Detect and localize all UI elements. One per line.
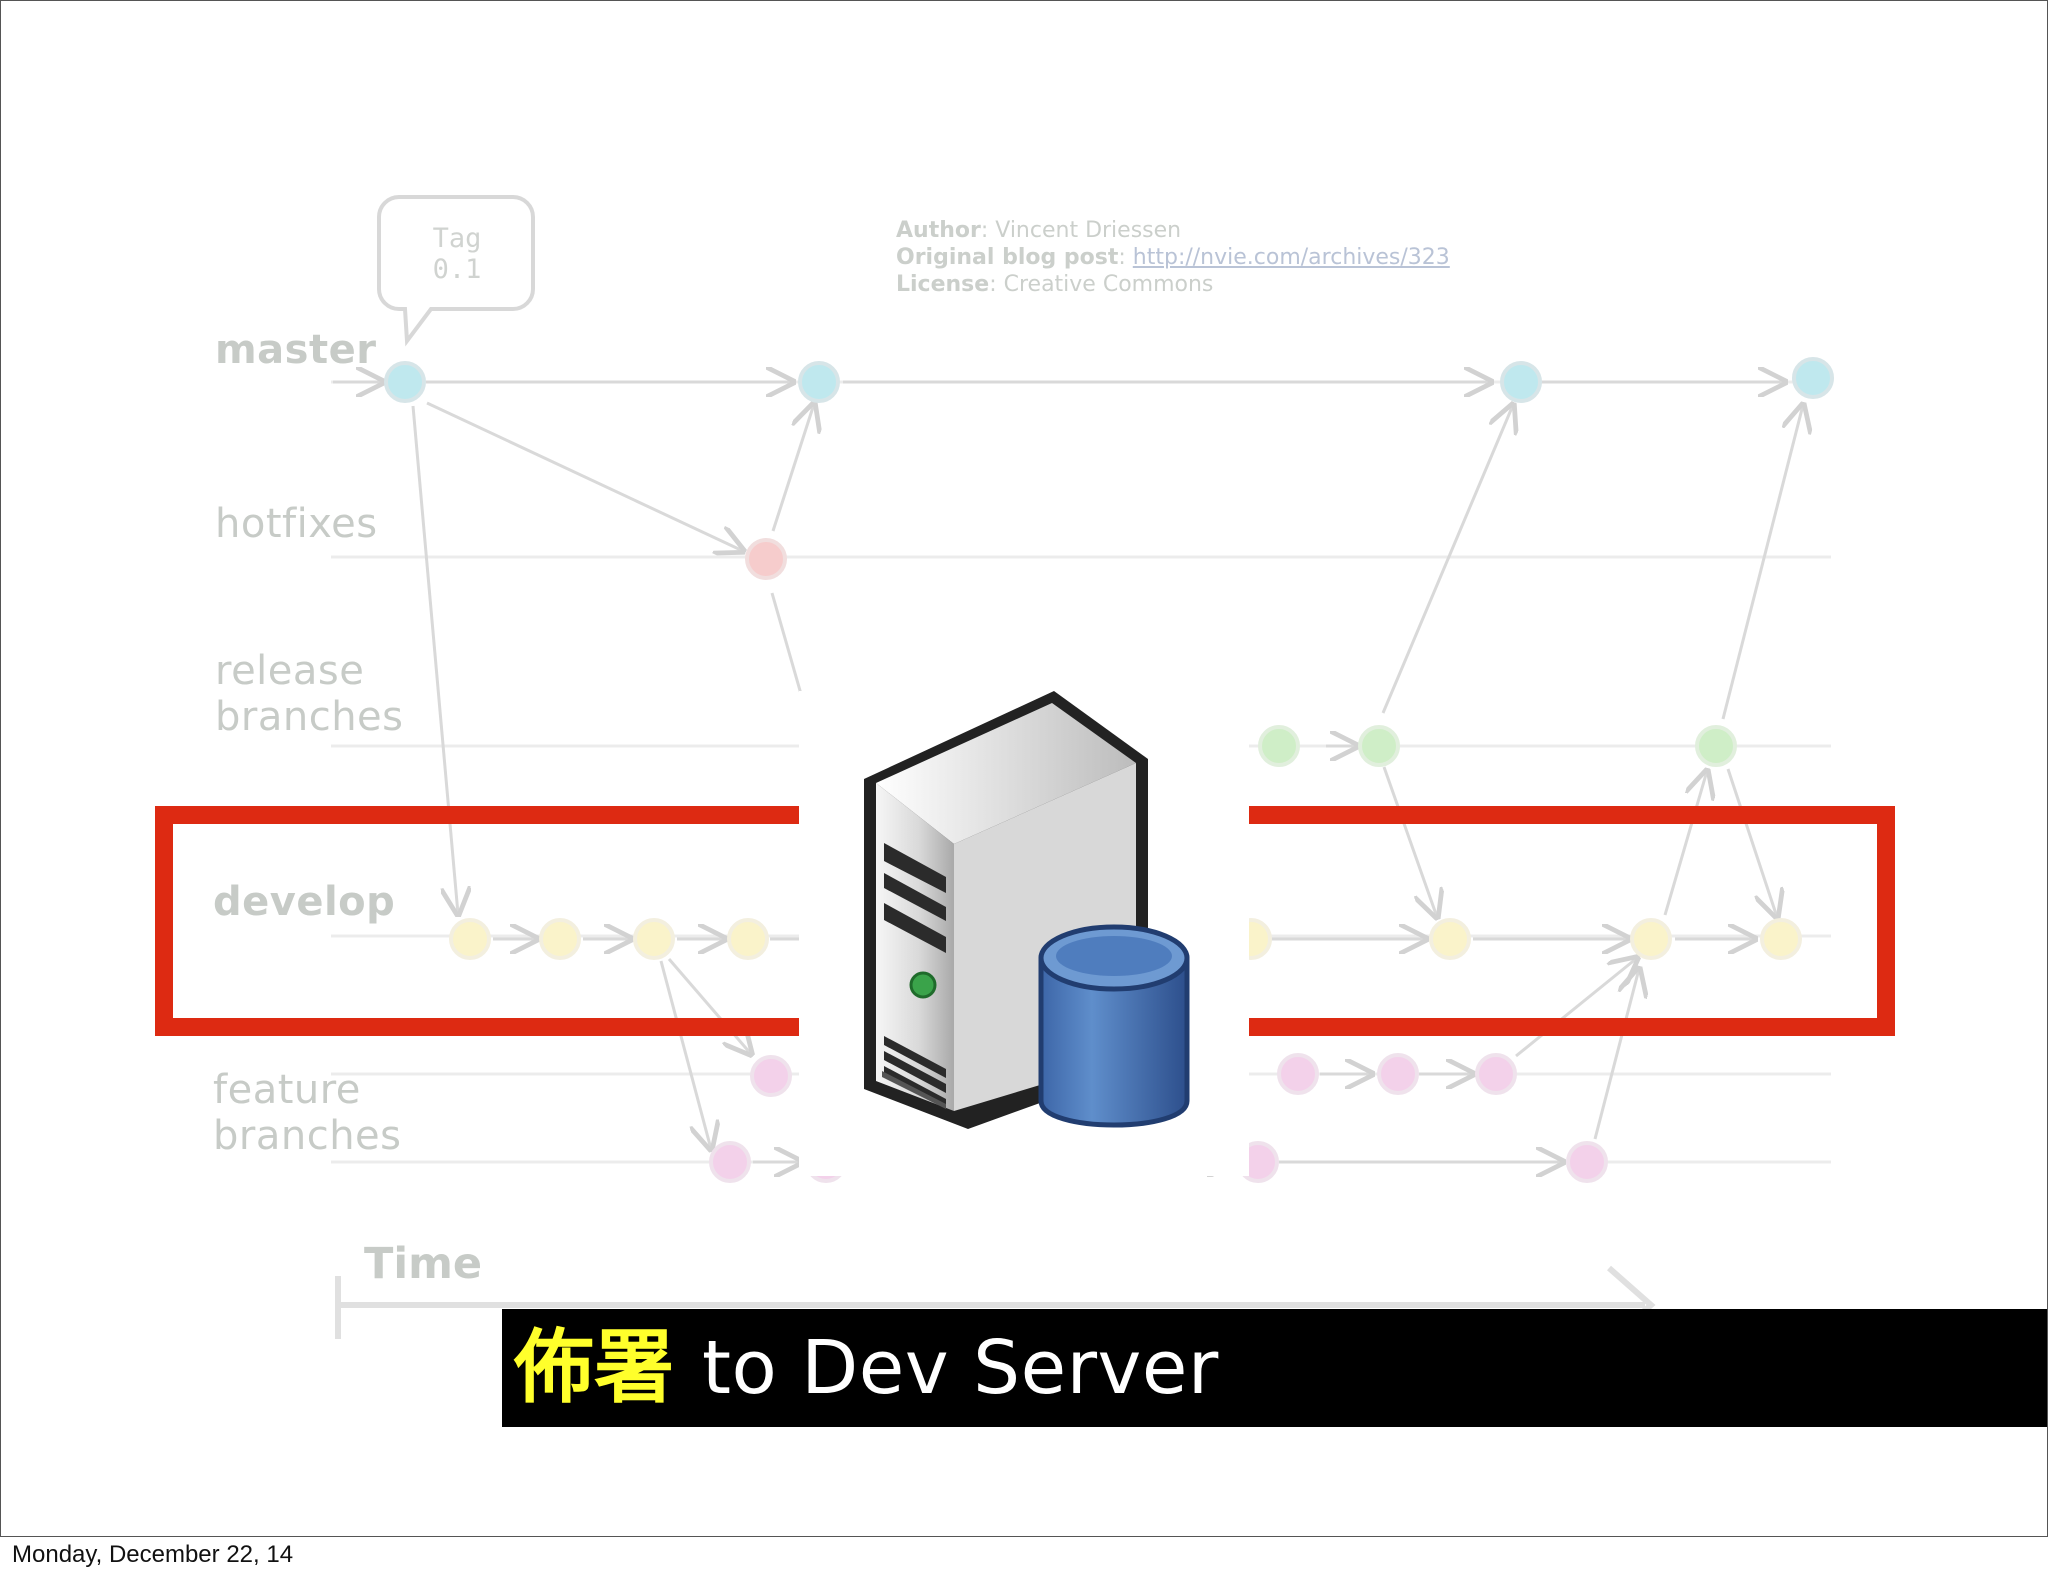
develop-highlight-right bbox=[1249, 806, 1895, 1036]
slide-canvas: Tag 0.1 Author: Vincent Driessen Origina… bbox=[0, 0, 2048, 1537]
meta-author-separator: : bbox=[980, 218, 996, 243]
meta-license-separator: : bbox=[989, 271, 1004, 297]
branch-label-release-branches: release branches bbox=[215, 648, 404, 740]
meta-author-row: Author: Vincent Driessen bbox=[896, 218, 1450, 245]
meta-author-value: Vincent Driessen bbox=[995, 218, 1182, 243]
caption-cjk-text: 佈署 bbox=[514, 1321, 674, 1414]
meta-license-key: License bbox=[896, 271, 990, 297]
meta-license-value: Creative Commons bbox=[1003, 271, 1214, 297]
branch-label-master: master bbox=[215, 327, 377, 373]
branch-label-feature-branches: feature branches bbox=[213, 1067, 402, 1159]
meta-author-key: Author bbox=[896, 218, 981, 243]
time-axis-label: Time bbox=[364, 1239, 483, 1289]
caption-main-text: to Dev Server bbox=[702, 1325, 1219, 1411]
meta-blog-link[interactable]: http://nvie.com/archives/323 bbox=[1132, 244, 1450, 270]
commit-nodes-release bbox=[1258, 725, 1737, 767]
meta-blog-key: Original blog post bbox=[896, 244, 1119, 270]
develop-highlight-left bbox=[155, 806, 800, 1036]
branch-label-hotfixes: hotfixes bbox=[215, 501, 378, 547]
slide-footer-date: Monday, December 22, 14 bbox=[12, 1541, 294, 1568]
commit-nodes-hotfix bbox=[745, 538, 787, 580]
commit-nodes-master bbox=[384, 357, 1834, 403]
server-database-icon bbox=[864, 691, 1190, 1129]
meta-blog-separator: : bbox=[1118, 244, 1133, 270]
tag-label: Tag 0.1 bbox=[432, 223, 482, 286]
branch-label-develop: develop bbox=[213, 879, 396, 925]
diagram-meta: Author: Vincent Driessen Original blog p… bbox=[896, 218, 1450, 298]
meta-blog-row: Original blog post: http://nvie.com/arch… bbox=[896, 245, 1450, 272]
meta-license-row: License: Creative Commons bbox=[896, 272, 1450, 299]
caption-bar: 佈署 to Dev Server bbox=[502, 1309, 2047, 1427]
